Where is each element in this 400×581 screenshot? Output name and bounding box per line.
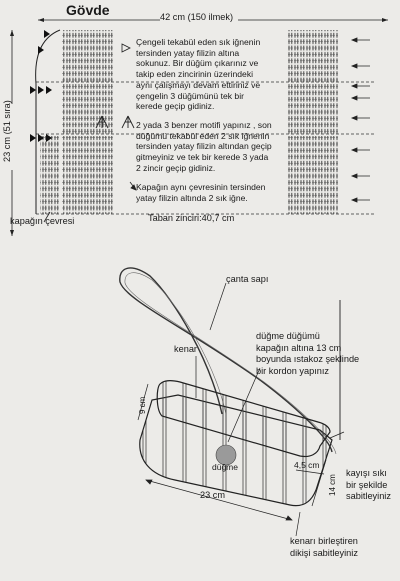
instruction-line: yatay filizin altında 2 sık iğne. — [136, 192, 248, 203]
base-chain-label: Taban zinciri:40,7 cm — [148, 213, 235, 223]
strap-fix-line: kayışı sıkı — [346, 468, 387, 478]
width-dimension — [38, 18, 388, 22]
instruction-line: takip eden zincirinin üzerindeki — [136, 69, 254, 80]
diagram-title: Gövde — [66, 2, 110, 18]
button-note-line: boyunda ıstakoz şeklinde — [256, 354, 360, 365]
instruction-line: kerede geçip gidiniz. — [136, 101, 215, 112]
strap-fix-note: kayışı sıkı bir şekilde sabitleyiniz — [346, 468, 391, 503]
instruction-line: tersinden yatay filizin altından geçip — [136, 141, 272, 152]
button-note-line: kapağın altına 13 cm — [256, 342, 342, 353]
stitch-block-base-edge — [40, 136, 60, 214]
button-label: düğme — [212, 462, 238, 472]
right-arrows — [350, 37, 370, 203]
instruction-line: 2 zincir geçip gidiniz. — [136, 162, 216, 173]
stitch-block-right-bottom — [288, 136, 338, 214]
instruction-line: sokunuz. Bir düğüm çıkarınız ve — [136, 58, 259, 69]
instruction-line: Çengeli tekabül eden sık iğnenin — [136, 37, 261, 47]
strap-fix-line: bir şekilde — [346, 479, 388, 490]
dim-23-label: 23 cm — [200, 490, 226, 500]
edge-label: kenar — [174, 344, 197, 354]
stitch-block-left-bottom — [62, 136, 114, 214]
leader-lines — [195, 282, 345, 537]
bag-strap-inner — [124, 272, 337, 455]
bag-strap — [119, 267, 333, 453]
width-label: 42 cm (150 ilmek) — [160, 12, 234, 22]
instruction-line: tersinden yatay filizin altına — [136, 47, 240, 58]
instruction-line: Kapağın aynı çevresinin tersinden — [136, 182, 266, 192]
flap-edge-pointer — [43, 211, 51, 223]
instruction-line: düğümü tekabül eden 2 sık iğnenin — [136, 130, 270, 141]
height-dimension — [10, 30, 14, 236]
flap-edge-label: kapağın çevresi — [10, 216, 75, 226]
arrow-symbol-icon — [129, 181, 137, 191]
triangle-markers — [30, 30, 52, 142]
stitch-block-left-mid — [62, 84, 114, 134]
instruction-line: çengelin 3 düğümünü tek bir — [136, 90, 244, 101]
dim-9-label: 9 cm — [138, 396, 147, 414]
dc-cluster-symbol-icon — [95, 115, 135, 129]
dim-45-line — [295, 469, 325, 475]
seam-note: kenarı birleştiren dikişi sabitleyiniz — [290, 536, 358, 559]
button-note-line: bir kordon yapınız — [256, 365, 330, 376]
stitch-block-left-top — [62, 30, 114, 82]
seam-note-line: kenarı birleştiren — [290, 536, 358, 546]
dim-23-line — [145, 479, 293, 521]
strap-fix-line: sabitleyiniz — [346, 491, 391, 502]
button-note-line: düğme düğümü — [256, 331, 320, 341]
instruction-triangle: Çengeli tekabül eden sık iğnenin tersind… — [136, 37, 296, 112]
stitch-block-right-top — [288, 30, 338, 82]
dim-14-line — [311, 459, 327, 507]
strap-label: çanta sapı — [226, 274, 269, 284]
instruction-line: 2 yada 3 benzer motifi yapınız , son — [136, 120, 272, 130]
dim-9-line — [137, 383, 149, 421]
button-note: düğme düğümü kapağın altına 13 cm boyund… — [256, 331, 359, 377]
triangle-symbol-icon — [121, 43, 131, 53]
height-label: 23 cm (51 sıra) — [2, 100, 12, 162]
instruction-dc-cluster: 2 yada 3 benzer motifi yapınız , son düğ… — [136, 120, 296, 174]
dim-45-label: 4,5 cm — [294, 460, 320, 470]
bag-button-icon — [215, 444, 237, 466]
instruction-arrow: Kapağın aynı çevresinin tersinden yatay … — [136, 182, 296, 203]
stitch-block-right-mid — [288, 84, 338, 134]
instruction-line: aynı çalışmayı devam ettiriniz ve — [136, 79, 261, 90]
seam-note-line: dikişi sabitleyiniz — [290, 547, 358, 558]
bag-flap — [156, 380, 331, 458]
dim-14-label: 14 cm — [328, 474, 337, 496]
instruction-line: gitmeyiniz ve tek bir kerede 3 yada — [136, 152, 269, 163]
